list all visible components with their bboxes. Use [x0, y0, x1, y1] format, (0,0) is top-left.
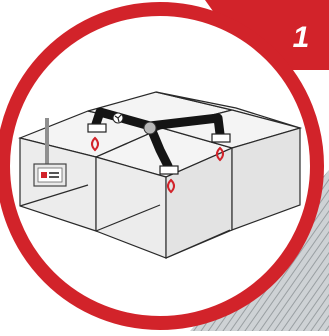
- heat-sensor-icon: [91, 136, 224, 194]
- duct-outlets: [87, 123, 231, 175]
- fan-icon: [112, 112, 124, 124]
- step-number: 1: [292, 21, 310, 54]
- step-corner-banner: [205, 0, 329, 70]
- duct-junction: [143, 121, 157, 135]
- control-panel-icon: [33, 118, 67, 187]
